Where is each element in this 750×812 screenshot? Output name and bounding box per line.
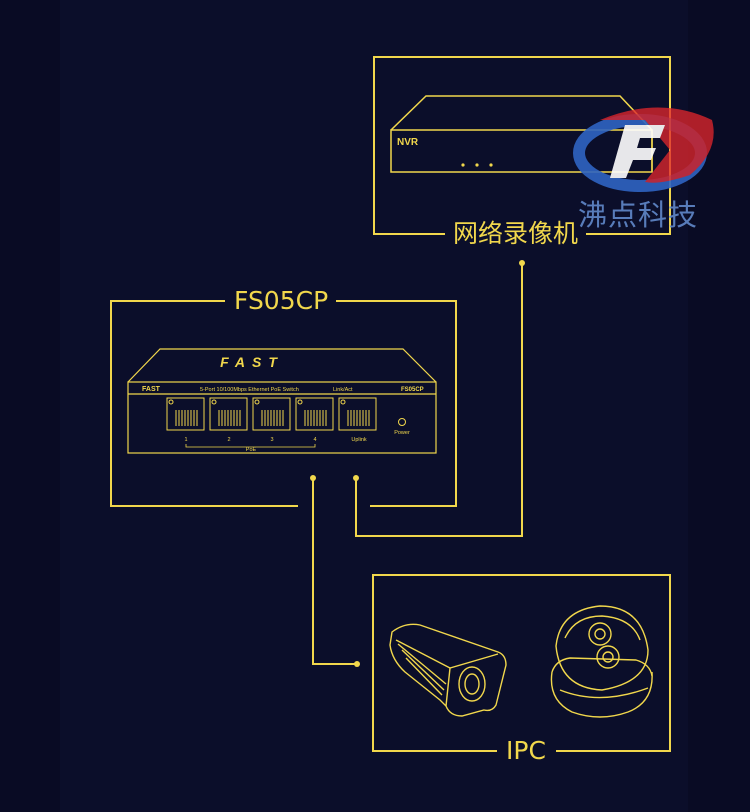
nvr-box-label: 网络录像机 — [445, 219, 587, 249]
port-led-4 — [297, 399, 303, 405]
ipc-frame — [372, 574, 671, 752]
switch-link-act: Link/Act — [333, 387, 353, 393]
port-led-2 — [211, 399, 217, 405]
port-label-4: 4 — [313, 437, 316, 443]
nvr-connector-dot — [519, 260, 525, 266]
switch-description: 5-Port 10/100Mbps Ethernet PoE Switch — [200, 387, 299, 393]
switch-port-1 — [166, 397, 205, 431]
port-label-1: 1 — [184, 437, 187, 443]
poe-connector — [312, 478, 357, 665]
dome-camera-icon — [550, 605, 653, 718]
power-label: Power — [394, 430, 410, 436]
ipc-dot — [354, 661, 360, 667]
nvr-device — [390, 95, 653, 173]
switch-port-2 — [209, 397, 248, 431]
watermark-text: 沸点科技 — [578, 198, 699, 232]
switch-frame-right — [334, 300, 457, 507]
switch-model: FS05CP — [401, 387, 424, 393]
nvr-device-label: NVR — [397, 137, 419, 148]
port-led-5 — [340, 399, 346, 405]
switch-ports — [166, 397, 377, 431]
ipc-box-label: IPC — [498, 736, 554, 766]
poe-switch-device — [127, 348, 437, 454]
uplink-connector — [355, 263, 523, 537]
poe-bracket — [185, 444, 316, 448]
port-label-2: 2 — [227, 437, 230, 443]
switch-box-label: FS05CP — [226, 286, 337, 316]
switch-port-3 — [252, 397, 291, 431]
bullet-camera-icon — [389, 623, 507, 717]
poe-label: PoE — [246, 447, 257, 453]
switch-top-brand: FAST — [220, 354, 284, 370]
nvr-indicator-dots — [461, 163, 493, 167]
power-led — [398, 418, 406, 426]
left-edge-panel — [0, 0, 60, 812]
port-led-1 — [168, 399, 174, 405]
port-label-uplink: Uplink — [351, 437, 367, 443]
poe-dot — [310, 475, 316, 481]
switch-port-5 — [338, 397, 377, 431]
switch-frame — [110, 300, 298, 507]
switch-brand: FAST — [142, 386, 161, 393]
port-led-3 — [254, 399, 260, 405]
watermark-logo-icon — [573, 107, 714, 192]
port-label-3: 3 — [270, 437, 273, 443]
nvr-frame — [373, 56, 671, 235]
switch-port-4 — [295, 397, 334, 431]
uplink-dot — [353, 475, 359, 481]
